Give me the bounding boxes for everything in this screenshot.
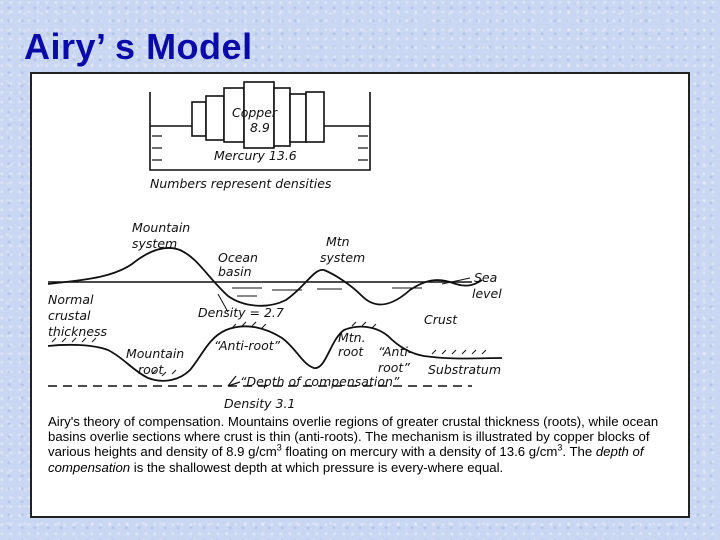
figure-panel: Copper 8.9 Mercury 13.6 Numbers represen… [30, 72, 690, 518]
crust-label: Crust [424, 312, 458, 327]
sea-level-label-2: level [472, 286, 502, 301]
anti-root-2-label-1: “Anti- [378, 344, 413, 359]
compensation-arrow [227, 375, 241, 387]
copper-blocks [191, 81, 325, 149]
copper-label: Copper [232, 105, 278, 120]
caption-text-4: is the shallowest depth at which pressur… [130, 459, 504, 475]
densities-note: Numbers represent densities [150, 176, 332, 191]
ocean-basin-label-1: Ocean [218, 250, 258, 265]
caption-sup-1: 3 [276, 443, 282, 454]
copper-mercury-figure [149, 81, 371, 171]
caption-text-2: floating on mercury with a density of 13… [281, 444, 558, 460]
anti-root-label: “Anti-root” [214, 338, 281, 353]
sea-water-lines [232, 287, 422, 297]
substratum-density-label: Density 3.1 [224, 396, 295, 411]
copper-density-label: 8.9 [250, 120, 270, 135]
mountain-root-label-2: root [138, 362, 164, 377]
caption-sup-2: 3 [557, 443, 563, 454]
caption-text-3: . The [562, 444, 596, 460]
caption-italic-term: depth of compensation [48, 444, 644, 475]
mercury-label: Mercury 13.6 [214, 148, 297, 163]
normal-crustal-label-2: crustal [48, 308, 91, 323]
crust-density-label: Density = 2.7 [198, 305, 284, 320]
slide-title: Airy’ s Model [24, 26, 253, 67]
mtn-root-label-1: Mtn. [338, 330, 366, 345]
mountain-root-label-1: Mountain [126, 346, 184, 361]
crust-base [47, 325, 503, 382]
mtn-root-label-2: root [338, 344, 364, 359]
figure-caption: Airy's theory of compensation. Mountains… [48, 414, 688, 475]
depth-of-compensation-label: “Depth of compensation” [240, 374, 400, 389]
substratum-label: Substratum [428, 362, 501, 377]
mountain-system-label-2: system [132, 236, 177, 251]
mountain-system-label-1: Mountain [132, 220, 190, 235]
land-surface [47, 247, 483, 307]
anti-root-2-label-2: root” [378, 360, 410, 375]
crust-base-hatching [51, 321, 487, 377]
normal-crustal-label-3: thickness [48, 324, 108, 339]
mtn-system-label-1: Mtn [326, 234, 350, 249]
normal-crustal-label-1: Normal [48, 292, 94, 307]
crust-cross-section [47, 247, 503, 387]
sea-level-label-1: Sea [474, 270, 497, 285]
airy-model-diagram: Copper 8.9 Mercury 13.6 Numbers represen… [47, 81, 503, 411]
mercury-tank [149, 92, 371, 171]
caption-text-1: Airy's theory of compensation. Mountains… [48, 414, 659, 460]
ocean-basin-label-2: basin [218, 264, 252, 279]
mtn-system-label-2: system [320, 250, 365, 265]
